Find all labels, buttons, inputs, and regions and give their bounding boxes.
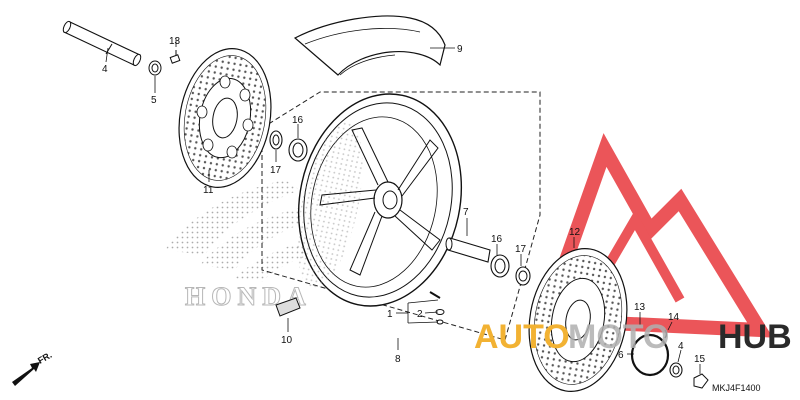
- dust-seal-top: [269, 130, 283, 150]
- watermark-auto: AUTO: [474, 318, 570, 356]
- wheel-rim: [297, 93, 463, 307]
- disc-bolt-left: [169, 50, 181, 64]
- bearing-bottom: [490, 254, 510, 278]
- callout-4: 4: [678, 341, 684, 352]
- balance-weight: [275, 297, 301, 317]
- assembly-boundary: [261, 91, 541, 341]
- disc-clip: [664, 329, 668, 339]
- callout-6: 6: [618, 350, 624, 361]
- direction-label: FR.: [36, 350, 54, 366]
- callout-12: 12: [569, 227, 581, 238]
- callout-5: 5: [151, 95, 157, 106]
- callout-13-right: 13: [634, 302, 646, 313]
- callout-7: 7: [463, 207, 469, 218]
- leader-lines: [105, 38, 701, 374]
- callout-16-bottom: 16: [491, 234, 503, 245]
- bearing-top: [288, 138, 308, 162]
- diagram-code: MKJ4F1400: [712, 383, 761, 393]
- callout-10: 10: [281, 335, 293, 346]
- callout-17-top: 17: [270, 165, 282, 176]
- axle-collar: [148, 60, 162, 76]
- callout-17-bottom: 17: [515, 244, 527, 255]
- axle-nut: [693, 373, 709, 389]
- brake-disc-left: [178, 48, 272, 188]
- watermark-logo: [535, 133, 773, 338]
- callout-9: 9: [457, 44, 463, 55]
- brake-disc-right: [528, 248, 628, 392]
- watermark-hub: HUB: [718, 318, 792, 356]
- tire-valve: [429, 291, 445, 325]
- callout-13-left: 13: [169, 36, 181, 47]
- callout-15: 15: [694, 354, 706, 365]
- watermark-moto: MOTO: [568, 318, 669, 356]
- honda-wing-logo: HONDA: [165, 180, 326, 312]
- callout-2: 2: [417, 309, 423, 320]
- callout-3: 4: [102, 64, 108, 75]
- tire: [293, 15, 446, 76]
- dust-seal-bottom: [515, 266, 531, 286]
- side-collar: [669, 362, 683, 378]
- callouts: 4 5 13 11 9 16 17 7 16 17 1 2 8 10 12 13…: [102, 36, 706, 365]
- callout-16-top: 16: [292, 115, 304, 126]
- distance-collar: [445, 237, 491, 263]
- callout-8: 8: [395, 354, 401, 365]
- callout-1: 1: [387, 309, 393, 320]
- pulser-ring: [630, 333, 670, 377]
- front-axle: [62, 20, 142, 67]
- front-direction-arrow: FR.: [12, 350, 54, 386]
- callout-11: 11: [203, 185, 214, 196]
- callout-14: 14: [668, 312, 680, 323]
- watermark-text: AUTO MOTO HUB: [474, 318, 792, 356]
